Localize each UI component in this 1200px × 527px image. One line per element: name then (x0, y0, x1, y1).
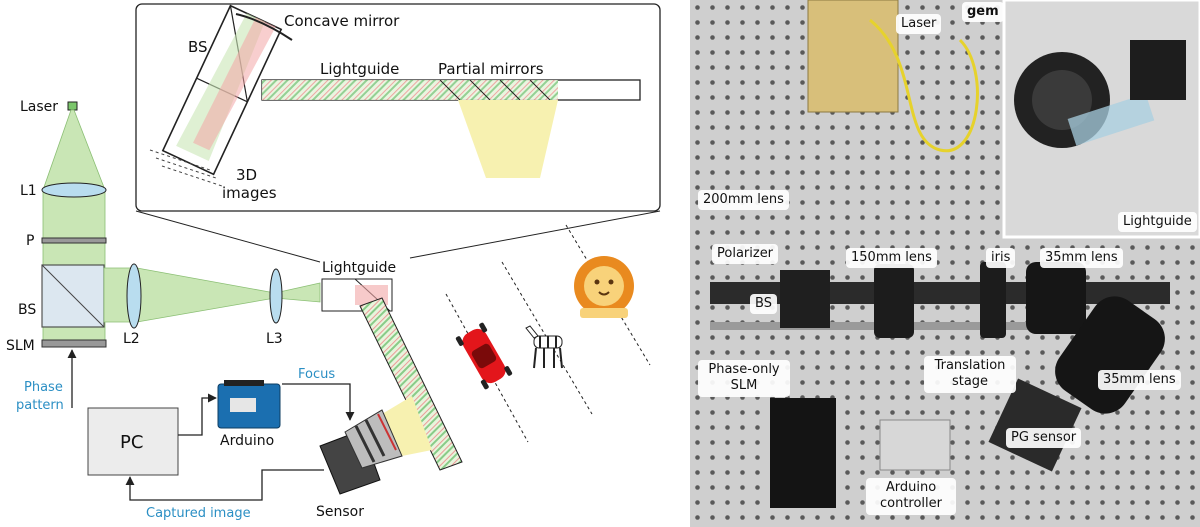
car-icon (455, 322, 513, 390)
photo-bs-mount (780, 270, 830, 328)
focus-arrow (282, 383, 355, 421)
inset-3d-label-line2: images (222, 184, 277, 202)
inset-bs-cube (161, 4, 283, 176)
lightguide-label: Lightguide (322, 260, 396, 276)
photo-150mm-lens-label: 150mm lens (846, 248, 937, 269)
photo-translation-stage-label: Translation stage (924, 356, 1016, 393)
inset-concave-mirror-label: Concave mirror (284, 12, 400, 30)
photo-laser-box (807, 0, 899, 113)
inset-lightguide-label: Lightguide (320, 60, 399, 78)
photo-slm-label: Phase-only SLM (698, 360, 790, 397)
p-label: P (26, 233, 34, 249)
photo-arduino-controller-label: Arduino controller (866, 478, 956, 515)
slm-label: SLM (6, 338, 35, 354)
laser-label: Laser (20, 99, 58, 115)
photo-pg-sensor-label: PG sensor (1006, 428, 1082, 449)
lens-l1 (41, 182, 107, 198)
laser-source (67, 101, 78, 111)
sensor-camera (319, 409, 403, 495)
photo-iris-label: iris (986, 248, 1016, 269)
captured-image-label: Captured image (146, 506, 251, 521)
photo-rail (710, 282, 1170, 304)
inset-lightguide-beam (262, 80, 558, 100)
zoom-line-left (135, 210, 321, 263)
pc-to-arduino-arrow (178, 393, 217, 436)
inset-partial-mirrors-label: Partial mirrors (438, 60, 544, 78)
photo-inset-lightguide (1067, 93, 1155, 146)
photo-lens-35 (1026, 262, 1086, 334)
horizontal-beam (103, 267, 321, 323)
l3-label: L3 (266, 331, 283, 347)
captured-image-arrow (125, 469, 324, 501)
arduino-label: Arduino (220, 433, 274, 449)
inset-3d-dash-lines (149, 149, 223, 187)
pc-box (87, 407, 179, 476)
pc-label: PC (120, 432, 143, 453)
zoom-line-right (409, 210, 661, 259)
lens-l3 (269, 268, 283, 324)
photo-fiber-cable (869, 18, 979, 153)
optical-schematic: BS Concave mirror Lightguide Partial mir… (6, 3, 661, 521)
bs-label: BS (18, 302, 36, 318)
inset-bs-label: BS (188, 38, 208, 56)
photo-laser-label: Laser (896, 14, 942, 35)
phase-pattern-label-line1: Phase (24, 380, 63, 395)
photo-35mm-lens-right-label: 35mm lens (1098, 370, 1181, 391)
slm-device (41, 339, 107, 348)
inset-output-light (458, 100, 558, 178)
lens-l2 (126, 263, 142, 329)
l1-label: L1 (20, 183, 37, 199)
photo-lightguide-label: Lightguide (1118, 212, 1197, 233)
phase-pattern-label-line2: pattern (16, 398, 64, 413)
photo-200mm-lens-label: 200mm lens (698, 190, 789, 211)
arduino-board (217, 380, 281, 429)
photo-polarizer-label: Polarizer (712, 244, 779, 265)
sensor-label: Sensor (316, 504, 364, 520)
photo-breadboard (879, 419, 951, 471)
photo-slm-board (770, 398, 836, 508)
photo-35mm-lens-top-label: 35mm lens (1040, 248, 1123, 269)
inset-3d-label-line1: 3D (236, 166, 257, 184)
photo-bs-label: BS (750, 294, 777, 315)
inset-concave-mirror (235, 13, 293, 41)
photo-sensor (988, 378, 1082, 472)
photo-iris (980, 262, 1006, 338)
zebra-icon (525, 325, 563, 369)
photo-corner-text: gem (962, 2, 1004, 23)
photo-lens-150 (874, 264, 914, 338)
lion-icon (574, 256, 634, 318)
setup-photo: gem Laser Lightguide 200mm lens Polarize… (690, 0, 1200, 527)
l2-label: L2 (123, 331, 140, 347)
focus-label: Focus (298, 367, 335, 382)
polarizer-p (41, 237, 107, 244)
